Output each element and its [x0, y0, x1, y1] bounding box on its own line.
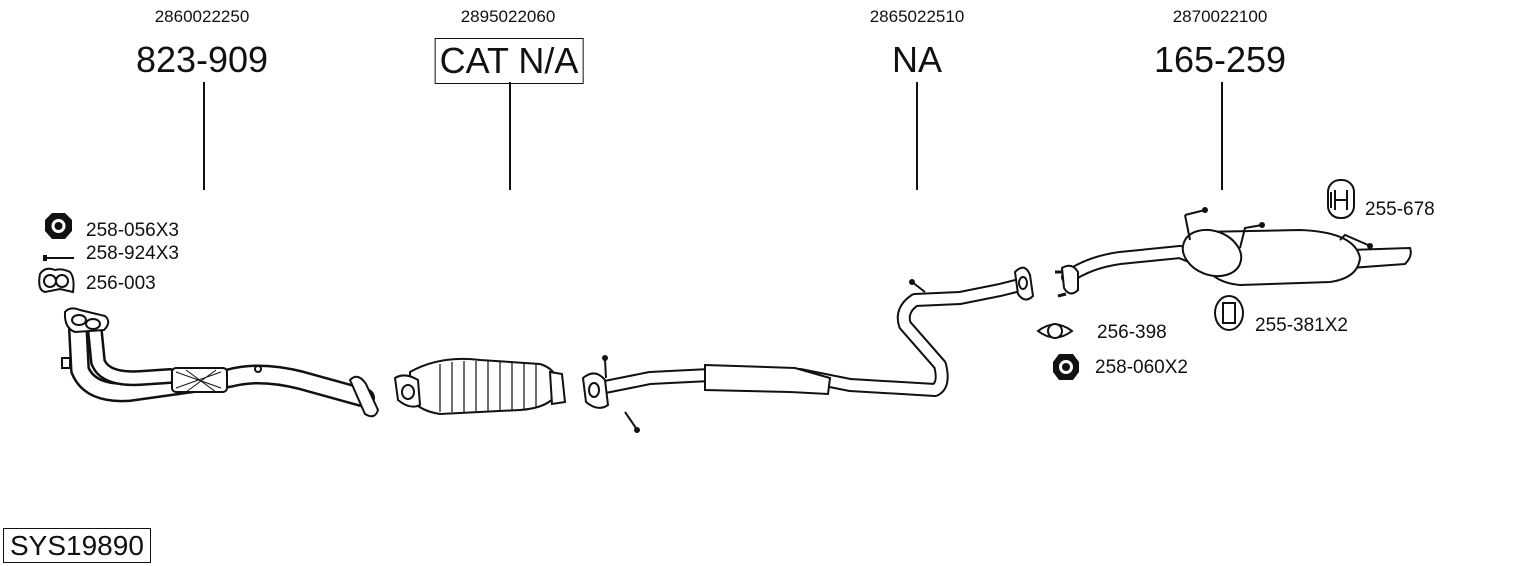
oe-number: 2870022100 — [1172, 7, 1268, 26]
rear-silencer-165-259[interactable] — [1055, 207, 1412, 298]
rubber-mount-icon — [1214, 295, 1244, 331]
accessory-label[interactable]: 258-060X2 — [1095, 357, 1188, 378]
accessory-label[interactable]: 256-398 — [1097, 322, 1167, 343]
system-id: SYS19890 — [3, 528, 151, 563]
oe-number: 2895022060 — [460, 7, 556, 26]
gasket-icon — [1036, 323, 1074, 339]
hex-nut-icon — [1053, 354, 1079, 380]
part-number[interactable]: 165-259 — [1153, 39, 1287, 80]
accessory-label[interactable]: 258-924X3 — [86, 243, 179, 264]
accessory-label[interactable]: 255-678 — [1365, 199, 1435, 220]
oe-number: 2860022250 — [154, 7, 250, 26]
hex-nut-icon — [45, 213, 72, 239]
oe-number: 2865022510 — [869, 7, 965, 26]
part-number[interactable]: 823-909 — [135, 39, 269, 80]
rubber-hanger-icon — [1327, 179, 1355, 219]
gasket-icon — [38, 267, 75, 294]
bolt-icon — [43, 255, 74, 261]
accessory-label[interactable]: 255-381X2 — [1255, 315, 1348, 336]
catalytic-converter[interactable] — [393, 357, 567, 416]
part-number[interactable]: NA — [891, 39, 943, 80]
leader-lines — [203, 82, 1223, 190]
front-pipe-823-909[interactable] — [61, 307, 380, 418]
part-number[interactable]: CAT N/A — [434, 38, 584, 84]
centre-pipe[interactable] — [581, 266, 1035, 433]
accessory-label[interactable]: 258-056X3 — [86, 220, 179, 241]
accessory-label[interactable]: 256-003 — [86, 273, 156, 294]
